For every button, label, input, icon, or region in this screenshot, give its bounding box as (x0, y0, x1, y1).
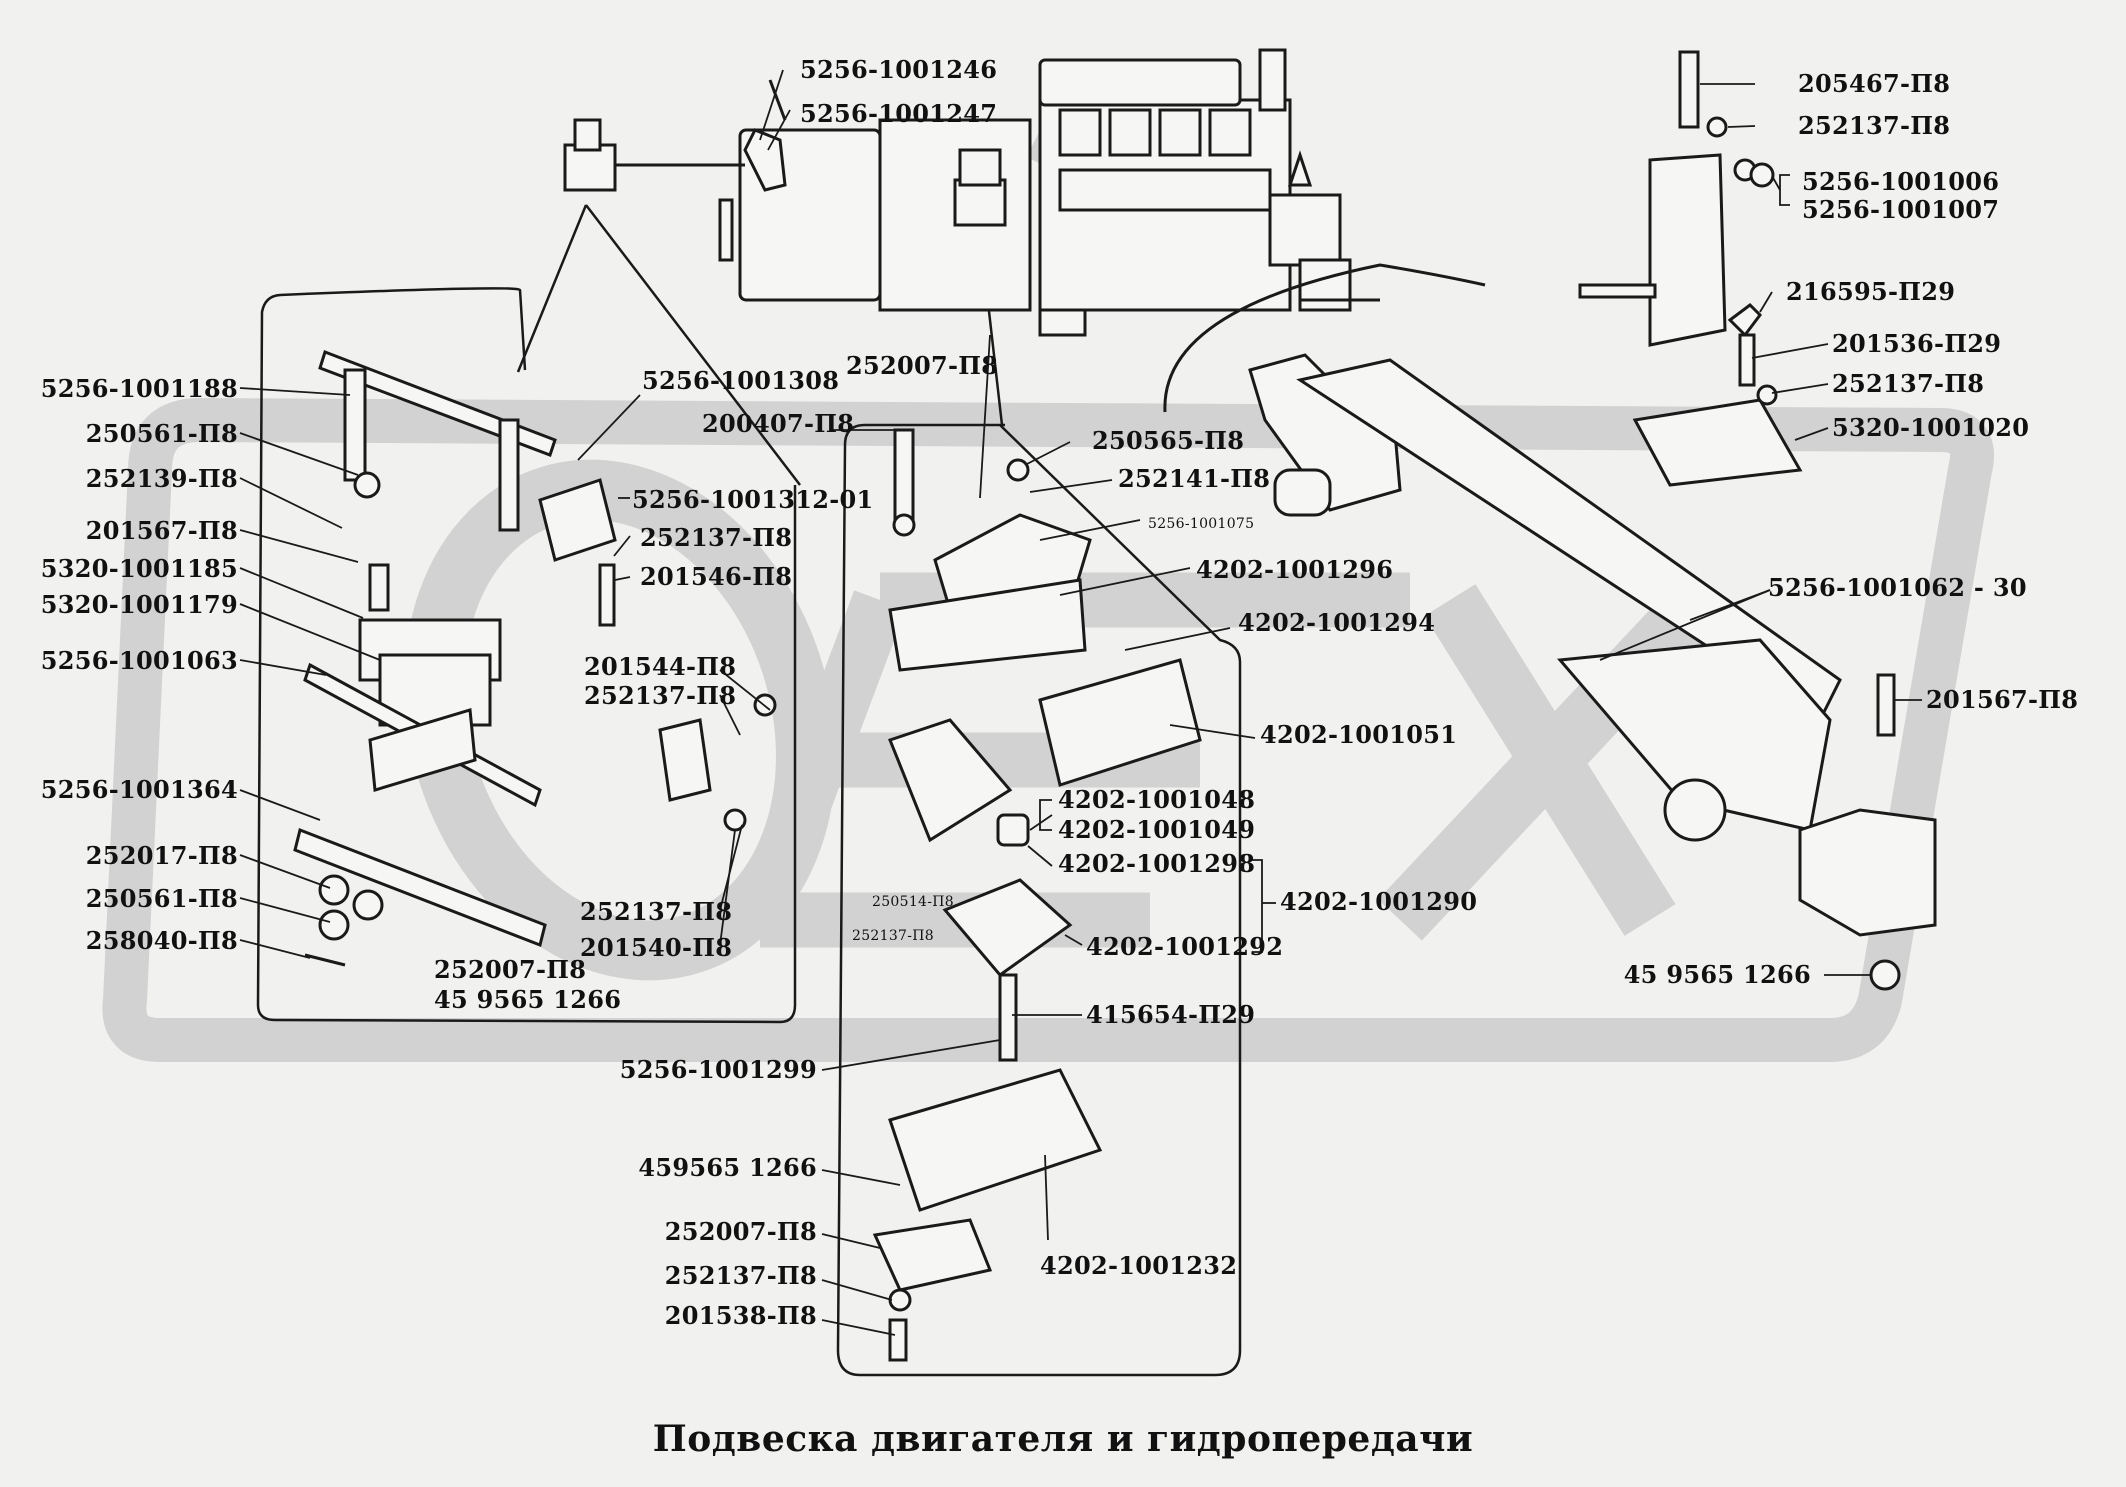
label-5256-1001364: 5256-1001364 (40, 775, 238, 804)
engine-transmission-assembly (718, 48, 1380, 337)
label-4202-1001292: 4202-1001292 (1086, 932, 1284, 961)
label-201538-p8: 201538-П8 (664, 1301, 817, 1330)
label-250514-p8: 250514-П8 (872, 894, 954, 910)
diagram-title: Подвеска двигателя и гидропередачи (652, 1418, 1474, 1460)
label-4202-1001294: 4202-1001294 (1238, 608, 1436, 637)
label-252137-p8-a: 252137-П8 (640, 523, 793, 552)
label-5256-1001308: 5256-1001308 (642, 366, 840, 395)
label-5256-1001063: 5256-1001063 (40, 646, 238, 675)
label-252137-p8-bottom: 252137-П8 (664, 1261, 817, 1290)
label-201536-p29: 201536-П29 (1832, 329, 2002, 358)
label-415654-p29: 415654-П29 (1086, 1000, 1256, 1029)
label-5256-1001007: 5256-1001007 (1802, 195, 2000, 224)
label-5256-1001247: 5256-1001247 (800, 99, 998, 128)
label-252017-p8: 252017-П8 (85, 841, 238, 870)
label-4202-1001049: 4202-1001049 (1058, 815, 1256, 844)
label-258040-p8: 258040-П8 (85, 926, 238, 955)
label-201546-p8: 201546-П8 (640, 562, 793, 591)
label-250561-p8: 250561-П8 (85, 419, 238, 448)
label-252007-p8-top: 252007-П8 (846, 351, 999, 380)
label-5256-1001006: 5256-1001006 (1802, 167, 2000, 196)
label-252137-p8-b: 252137-П8 (584, 681, 737, 710)
watermark-logo (102, 103, 1994, 1062)
label-4202-1001051: 4202-1001051 (1260, 720, 1458, 749)
label-459565-1266: 459565 1266 (638, 1153, 817, 1182)
left-detail-frame (256, 204, 801, 1024)
label-200407-p8: 200407-П8 (702, 409, 855, 438)
label-5320-1001185: 5320-1001185 (40, 554, 238, 583)
label-5256-1001246: 5256-1001246 (800, 55, 998, 84)
center-mount-parts (872, 428, 1202, 1362)
label-4202-1001296: 4202-1001296 (1196, 555, 1394, 584)
label-252007-p8-left: 252007-П8 (434, 955, 587, 984)
label-4202-1001298: 4202-1001298 (1058, 849, 1256, 878)
label-5256-1001075: 5256-1001075 (1148, 516, 1255, 532)
label-5320-1001020: 5320-1001020 (1832, 413, 2030, 442)
label-250561-p8-lower: 250561-П8 (85, 884, 238, 913)
label-4202-1001048: 4202-1001048 (1058, 785, 1256, 814)
label-252137-p8-center-small: 252137-П8 (852, 928, 934, 944)
label-5320-1001179: 5320-1001179 (40, 590, 238, 619)
label-201540-p8: 201540-П8 (580, 933, 733, 962)
label-201567-p8: 201567-П8 (85, 516, 238, 545)
leader-lines (239, 69, 1922, 1336)
label-45-9565-1266-right: 45 9565 1266 (1623, 960, 1811, 989)
label-252137-p8-right-a: 252137-П8 (1798, 111, 1951, 140)
label-252141-p8: 252141-П8 (1118, 464, 1271, 493)
label-252137-p8-right-b: 252137-П8 (1832, 369, 1985, 398)
label-201544-p8: 201544-П8 (584, 652, 737, 681)
label-201567-p8-right: 201567-П8 (1926, 685, 2079, 714)
label-45-9565-1266-left: 45 9565 1266 (434, 985, 622, 1014)
label-216595-p29: 216595-П29 (1786, 277, 1956, 306)
control-linkage (563, 79, 787, 192)
label-250565-p8: 250565-П8 (1092, 426, 1245, 455)
label-252007-p8-bottom: 252007-П8 (664, 1217, 817, 1246)
label-5256-1001062-30: 5256-1001062 - 30 (1768, 573, 2027, 602)
label-4202-1001290: 4202-1001290 (1280, 887, 1478, 916)
label-5256-1001299: 5256-1001299 (619, 1055, 817, 1084)
right-upper-parts (1578, 50, 1901, 991)
label-5256-1001312-01: 5256-1001312-01 (632, 485, 874, 514)
label-4202-1001232: 4202-1001232 (1040, 1251, 1238, 1280)
frame-crossmember (1163, 263, 1937, 937)
label-5256-1001188: 5256-1001188 (40, 374, 238, 403)
label-252137-p8-c: 252137-П8 (580, 897, 733, 926)
label-252139-p8: 252139-П8 (85, 464, 238, 493)
label-205467-p8: 205467-П8 (1798, 69, 1951, 98)
